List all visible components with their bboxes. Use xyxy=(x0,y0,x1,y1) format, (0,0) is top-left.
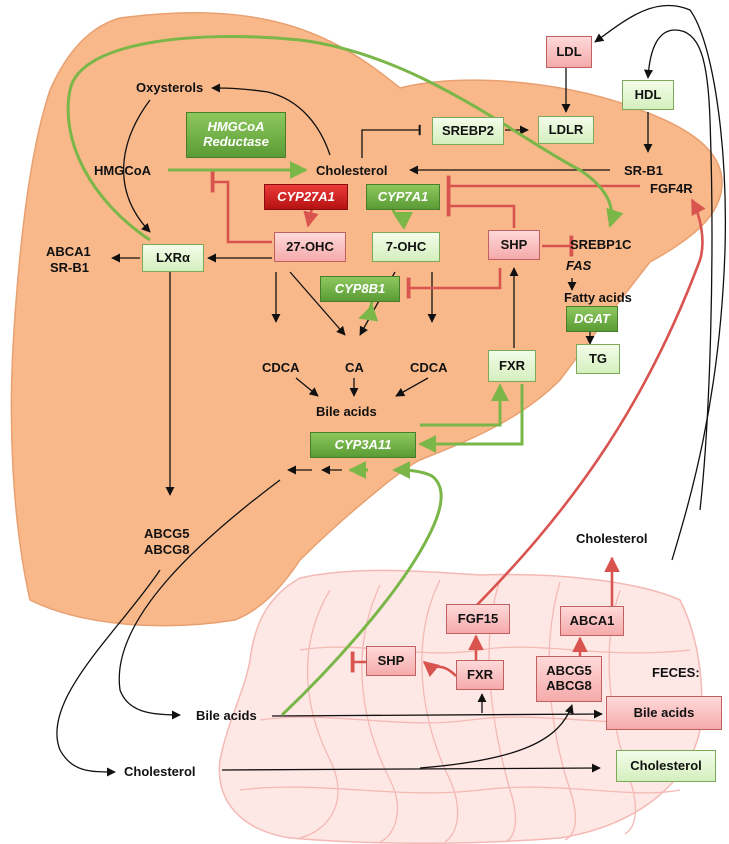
inhibit-chol-to-srebp2 xyxy=(361,124,421,158)
arrow-chol-to-feces xyxy=(221,763,601,773)
label-cdca-right: CDCA xyxy=(410,360,448,375)
label-ca: CA xyxy=(345,360,364,375)
box-abca1-int: ABCA1 xyxy=(560,606,624,636)
label-abcg8-liver: ABCG8 xyxy=(144,542,190,557)
arrow-fxr-to-cyp3a11 xyxy=(418,384,524,453)
arrow-cyp7a1-to-7ohc xyxy=(390,207,413,230)
box-cyp7a1: CYP7A1 xyxy=(366,184,440,210)
box-tg: TG xyxy=(576,344,620,374)
arrow-blood-chol-to-hdl xyxy=(643,29,713,511)
label-fatty-acids: Fatty acids xyxy=(564,290,632,305)
hmgcr-line2: Reductase xyxy=(203,134,269,149)
box-shp-int: SHP xyxy=(366,646,416,676)
box-ldlr: LDLR xyxy=(538,116,594,144)
label-abcg5-liver: ABCG5 xyxy=(144,526,190,541)
arrow-chol-to-oxysterols xyxy=(211,83,331,156)
arrow-bile-int-to-cyp3a11 xyxy=(280,461,443,717)
label-feces: FECES: xyxy=(652,665,700,680)
label-srb1-left: SR-B1 xyxy=(50,260,90,275)
label-fas: FAS xyxy=(566,258,592,273)
label-srb1: SR-B1 xyxy=(624,163,664,178)
hmgcr-line1: HMGCoA xyxy=(207,119,265,135)
arrow-oxysterols-to-lxr xyxy=(122,99,151,233)
label-fgf4r: FGF4R xyxy=(650,181,693,196)
box-abcg5-int: ABCG5 ABCG8 xyxy=(536,656,602,702)
inhibit-27ohc-to-hmgcr xyxy=(210,171,272,244)
box-fxr-int: FXR xyxy=(456,660,504,690)
box-dgat: DGAT xyxy=(566,306,618,332)
arrow-fxr-int-to-shp xyxy=(422,660,457,677)
box-7ohc: 7-OHC xyxy=(372,232,440,262)
abcg5-int-line2: ABCG8 xyxy=(546,678,592,693)
abcg5-int-line1: ABCG5 xyxy=(546,663,592,679)
box-feces-cholesterol: Cholesterol xyxy=(616,750,716,782)
box-hdl: HDL xyxy=(622,80,674,110)
arrow-abcg5-to-chol-int xyxy=(56,569,161,777)
inhibit-shp-to-cyp7a1 xyxy=(446,195,516,228)
box-cyp27a1: CYP27A1 xyxy=(264,184,348,210)
arrow-blood-chol-to-ldl xyxy=(594,4,726,561)
label-bile-acids-liver: Bile acids xyxy=(316,404,377,419)
box-srebp2: SREBP2 xyxy=(432,117,504,145)
arrow-chol-int-to-abcg5 xyxy=(419,704,574,769)
label-cholesterol-int: Cholesterol xyxy=(124,764,196,779)
box-cyp8b1: CYP8B1 xyxy=(320,276,400,302)
box-27ohc: 27-OHC xyxy=(274,232,346,262)
arrow-bile-to-fxr xyxy=(420,383,509,427)
arrow-liver-to-bile-acids-int xyxy=(118,479,281,720)
arrow-cdca-left-to-bile xyxy=(295,377,319,397)
box-fgf15: FGF15 xyxy=(446,604,510,634)
label-oxysterols: Oxysterols xyxy=(136,80,204,95)
label-cdca-left: CDCA xyxy=(262,360,300,375)
box-lxra: LXRα xyxy=(142,244,204,272)
label-abca1: ABCA1 xyxy=(46,244,91,259)
arrow-lxr-loop-to-srebp1c xyxy=(66,35,624,242)
label-bile-acids-int: Bile acids xyxy=(196,708,257,723)
label-cholesterol-liver: Cholesterol xyxy=(316,163,388,178)
box-cyp3a11: CYP3A11 xyxy=(310,432,416,458)
label-hmgcoa: HMGCoA xyxy=(94,163,152,178)
arrow-cdca-right-to-bile xyxy=(395,377,429,397)
box-ldl: LDL xyxy=(546,36,592,68)
box-hmgcoa-reductase: HMGCoA Reductase xyxy=(186,112,286,158)
label-srebp1c: SREBP1C xyxy=(570,237,632,252)
arrow-bile-to-feces xyxy=(271,709,603,719)
arrow-cyp27a1-to-27ohc xyxy=(303,207,319,228)
arrow-fgf15-to-fgf4r xyxy=(475,198,706,607)
label-cholesterol-blood: Cholesterol xyxy=(576,531,648,546)
inhibit-shp-to-cyp8b1 xyxy=(406,268,502,299)
arrow-27ohc-to-ca xyxy=(289,271,346,336)
box-shp-liver: SHP xyxy=(488,230,540,260)
box-feces-bile-acids: Bile acids xyxy=(606,696,722,730)
box-fxr-liver: FXR xyxy=(488,350,536,382)
